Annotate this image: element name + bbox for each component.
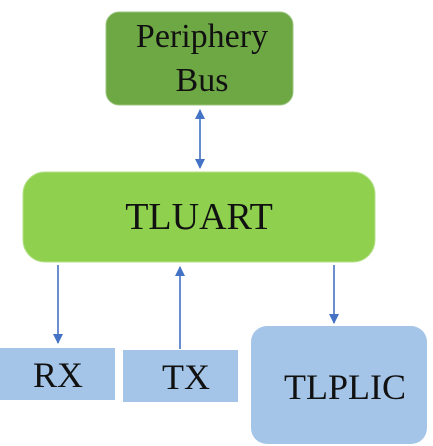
tluart-box — [22, 171, 376, 263]
periphery-bus-node: Periphery Bus — [105, 11, 294, 106]
rx-box — [0, 348, 115, 400]
tx-box — [123, 350, 238, 402]
tluart-label: TLUART — [125, 196, 273, 238]
periphery-bus-box — [105, 11, 294, 106]
tluart-node: TLUART — [22, 171, 376, 263]
rx-node: RX — [0, 348, 115, 400]
periphery-bus-label-line2: Bus — [176, 62, 229, 99]
tlplic-node: TLPLIC — [251, 326, 427, 444]
tx-node: TX — [123, 350, 238, 402]
tlplic-box — [251, 326, 427, 444]
rx-label: RX — [33, 355, 83, 395]
tx-label: TX — [162, 357, 210, 397]
tlplic-label: TLPLIC — [284, 367, 406, 407]
periphery-bus-label-line1: Periphery — [136, 18, 268, 55]
